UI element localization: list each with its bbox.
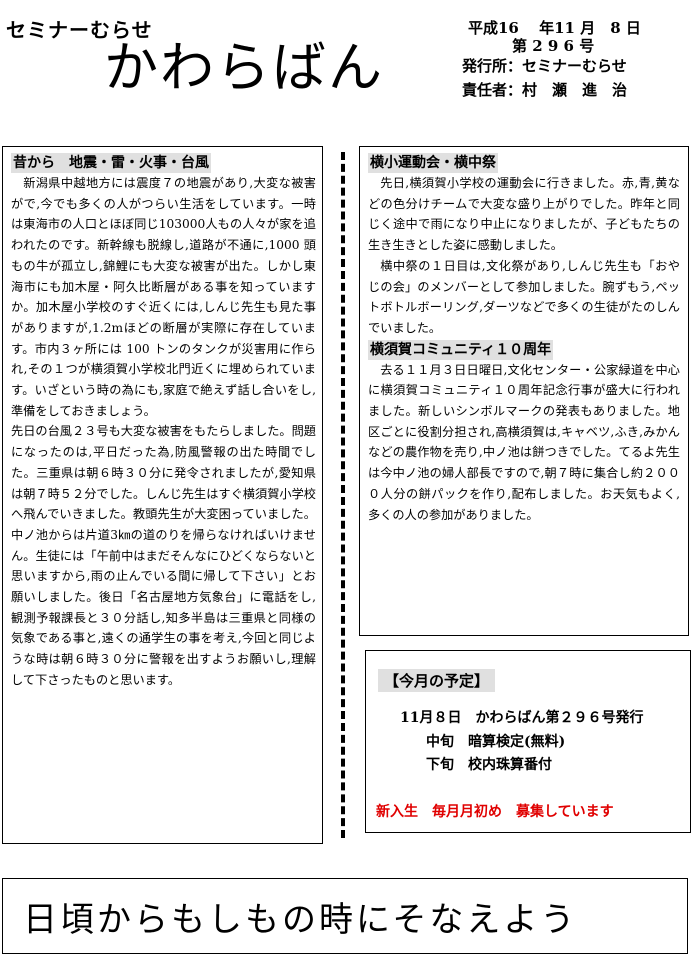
responsible-line: 責任者：村 瀬 進 治	[462, 81, 628, 99]
schedule-title: 【今月の予定】	[378, 669, 496, 692]
community-anniversary-paragraph: 去る１１月３日日曜日,文化センター・公家緑道を中心に横須賀コミュニティ１０周年記…	[368, 362, 680, 522]
column-divider	[341, 152, 345, 838]
slogan-text: 日頃からもしもの時にそなえよう	[23, 899, 578, 940]
slogan-box: 日頃からもしもの時にそなえよう	[2, 878, 688, 954]
publisher-small-label: セミナーむらせ	[6, 18, 153, 42]
typhoon-article-paragraph: 先日の台風２３号も大変な被害をもたらしました。問題になったのは,平日だった為,防…	[11, 424, 316, 687]
monthly-schedule-box: 【今月の予定】 11月８日 かわらばん第２９６号発行 中旬 暗算検定(無料) 下…	[365, 650, 691, 833]
schedule-item: 11月８日 かわらばん第２９６号発行	[400, 710, 644, 726]
newsletter-title: かわらばん	[104, 36, 384, 99]
issue-date: 平成16 年11 月 8 日	[468, 19, 641, 37]
publisher-line: 発行所：セミナーむらせ	[462, 57, 627, 75]
recruitment-notice: 新入生 毎月月初め 募集しています	[376, 804, 614, 820]
schedule-item: 中旬 暗算検定(無料)	[426, 734, 566, 750]
sports-festival-paragraph: 先日,横須賀小学校の運動会に行きました。赤,青,黄などの色分けチームで大変な盛り…	[368, 176, 680, 253]
community-anniversary-heading: 横須賀コミュニティ１０周年	[368, 339, 554, 360]
earthquake-article-box: 昔から 地震・雷・火事・台風 新潟県中越地方には震度７の地震があり,大変な被害が…	[2, 146, 323, 844]
earthquake-article-heading: 昔から 地震・雷・火事・台風	[11, 153, 211, 173]
issue-number: 第 2 9 6 号	[512, 37, 595, 55]
schedule-item: 下旬 校内珠算番付	[426, 757, 552, 773]
sports-festival-heading: 横小運動会・横中祭	[368, 153, 498, 173]
school-events-box: 横小運動会・横中祭 先日,横須賀小学校の運動会に行きました。赤,青,黄などの色分…	[359, 146, 689, 636]
school-festival-paragraph: 横中祭の１日目は,文化祭があり,しんじ先生も「おやじの会」のメンバーとして参加し…	[368, 258, 680, 335]
earthquake-article-paragraph: 新潟県中越地方には震度７の地震があり,大変な被害がで,今でも多くの人がつらい生活…	[11, 176, 316, 418]
